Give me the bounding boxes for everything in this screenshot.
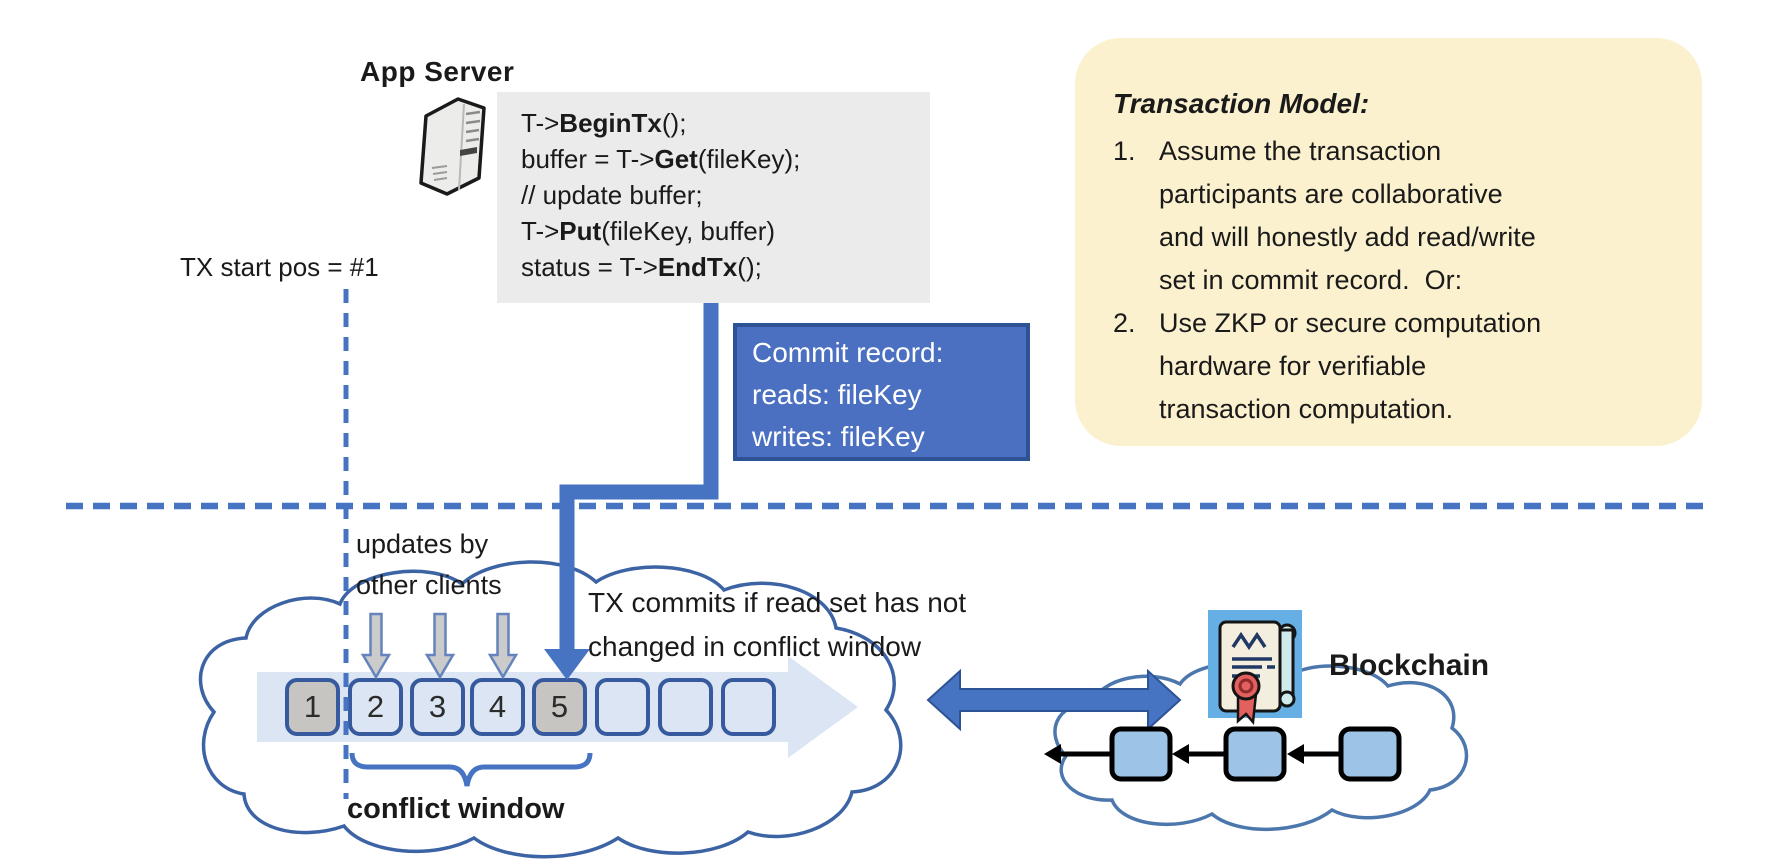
- certificate-icon: [1208, 610, 1302, 725]
- code-line: T->BeginTx();: [521, 108, 687, 138]
- chain-left-arrowhead: [1287, 744, 1304, 764]
- chain-blocks: [1044, 726, 1402, 782]
- commit-record-line: reads: fileKey: [752, 379, 922, 410]
- chain-left-arrowhead: [1172, 744, 1189, 764]
- transaction-model-title: Transaction Model:: [1113, 88, 1370, 119]
- list-item-number: 2.: [1113, 308, 1136, 338]
- list-item-number: 1.: [1113, 136, 1136, 166]
- update-arrow-icon: [487, 612, 519, 680]
- update-arrow-icon: [424, 612, 456, 680]
- chain-block: [1338, 726, 1402, 782]
- code-line: status = T->EndTx();: [521, 252, 762, 282]
- commit-flow-arrow: [559, 303, 719, 651]
- transaction-code-block: T->BeginTx(); buffer = T->Get(fileKey); …: [497, 92, 930, 303]
- blockchain-label: Blockchain: [1329, 649, 1490, 682]
- ledger-block-8: [721, 678, 776, 736]
- chain-block: [1223, 726, 1287, 782]
- app-server-title: App Server: [360, 56, 515, 87]
- update-arrow-icon: [360, 612, 392, 680]
- ledger-block-1: 1: [285, 678, 340, 736]
- updates-by-other-clients-label: updates by other clients: [356, 529, 502, 600]
- commit-record-line: writes: fileKey: [752, 421, 925, 452]
- sync-double-arrow: [926, 668, 1182, 732]
- code-line: T->Put(fileKey, buffer): [521, 216, 776, 246]
- transaction-model-note: Transaction Model: 1. Assume the transac…: [1075, 38, 1702, 446]
- ledger-block-2: 2: [348, 678, 403, 736]
- code-line: // update buffer;: [521, 180, 703, 210]
- list-item-text: Assume the transaction participants are …: [1159, 136, 1536, 295]
- list-item-text: Use ZKP or secure computation hardware f…: [1159, 308, 1542, 424]
- chain-block: [1109, 726, 1173, 782]
- commit-flow-arrowhead: [544, 649, 590, 680]
- chain-left-arrowhead: [1044, 744, 1061, 764]
- tx-commits-note: TX commits if read set has not changed i…: [588, 587, 967, 662]
- transaction-model-list: 1. Assume the transaction participants a…: [1113, 130, 1672, 431]
- server-icon: [419, 97, 486, 196]
- ledger-block-7: [658, 678, 713, 736]
- ledger-block-6: [595, 678, 650, 736]
- commit-record-line: Commit record:: [752, 337, 944, 368]
- conflict-window-brace: [349, 752, 593, 787]
- commit-record-box: Commit record: reads: fileKey writes: fi…: [733, 323, 1030, 461]
- ledger-block-3: 3: [410, 678, 465, 736]
- code-line: buffer = T->Get(fileKey);: [521, 144, 801, 174]
- update-arrows: [360, 612, 519, 680]
- ledger-block-5: 5: [532, 678, 587, 736]
- ledger-block-4: 4: [470, 678, 525, 736]
- tx-start-pos-label: TX start pos = #1: [180, 252, 379, 282]
- conflict-window-label: conflict window: [347, 793, 565, 825]
